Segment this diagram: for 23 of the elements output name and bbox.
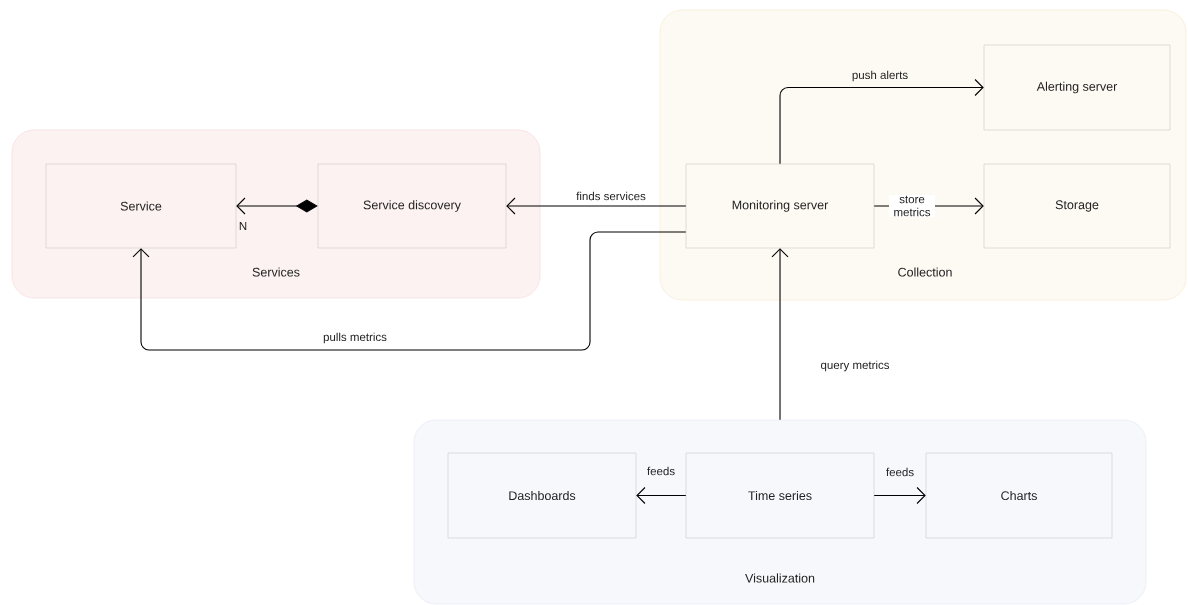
edge-label: feeds (647, 466, 675, 476)
process-box: Charts (925, 452, 1113, 539)
process-box: Dashboards (447, 452, 637, 539)
edge-label: feeds (886, 467, 914, 477)
edge-label: pulls metrics (323, 332, 387, 344)
edge-label: query metrics (821, 360, 890, 372)
process-box: Monitoring server (685, 163, 875, 249)
arrow (779, 78, 984, 165)
arrow (771, 248, 789, 421)
arrow (236, 197, 318, 215)
process-box: Service (45, 163, 237, 249)
process-box: Time series (685, 452, 875, 539)
arrow (132, 231, 687, 351)
process-box: Storage (983, 163, 1171, 249)
edge-label: store metrics (894, 195, 931, 217)
arrow (636, 486, 687, 505)
process-box: Service discovery (317, 163, 507, 249)
edge-label: finds services (576, 191, 646, 201)
edge-label: push alerts (852, 70, 908, 82)
arrow (873, 486, 926, 505)
arrow (506, 197, 687, 215)
process-box: Alerting server (983, 44, 1171, 131)
edge-label: N (239, 222, 247, 230)
